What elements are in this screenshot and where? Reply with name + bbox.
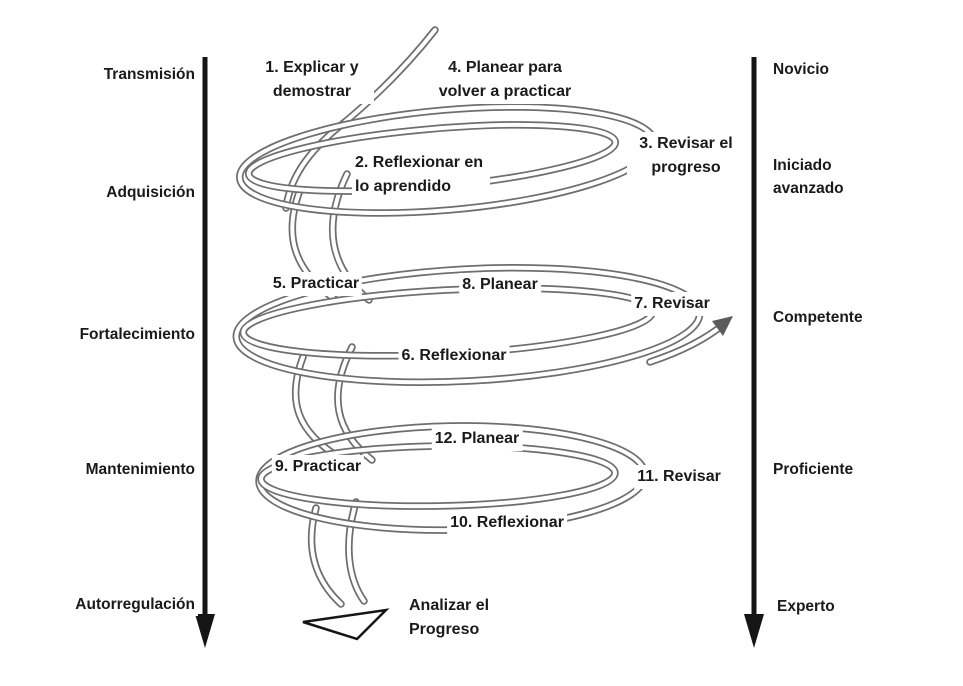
right-axis-arrow xyxy=(744,57,764,648)
left-axis-label-fortalecimiento: Fortalecimiento xyxy=(30,323,198,346)
spiral-step-3-label: 3. Revisar el progreso xyxy=(627,132,745,180)
spiral-step-11-label: 11. Revisar xyxy=(634,465,724,489)
spiral-step-2-label: 2. Reflexionar en lo aprendido xyxy=(352,151,490,199)
spiral-step-7-label: 7. Revisar xyxy=(631,292,713,316)
left-axis-label-adquisicion: Adquisición xyxy=(30,181,198,204)
spiral-step-4-label: 4. Planear para volver a practicar xyxy=(428,56,582,104)
left-axis-arrowhead-icon xyxy=(195,614,215,648)
right-axis-label-proficiente: Proficiente xyxy=(770,458,857,481)
progress-arrowhead-icon xyxy=(302,608,390,641)
left-axis-arrow xyxy=(195,57,215,648)
right-axis-label-competente: Competente xyxy=(770,306,866,329)
left-axis-label-mantenimiento: Mantenimiento xyxy=(30,458,198,481)
spiral-step-10-label: 10. Reflexionar xyxy=(447,511,567,535)
coil-direction-arrow-icon xyxy=(712,316,733,336)
spiral-step-1-label: 1. Explicar y demostrar xyxy=(250,56,374,104)
spiral-step-12-label: 12. Planear xyxy=(431,427,523,451)
right-axis-label-novicio: Novicio xyxy=(770,58,832,81)
spiral-step-6-label: 6. Reflexionar xyxy=(398,344,510,368)
spiral-step-5-label: 5. Practicar xyxy=(269,272,363,296)
right-axis-label-iniciado: Iniciado avanzado xyxy=(770,154,868,200)
right-axis-arrowhead-icon xyxy=(744,614,764,648)
left-axis-label-transmision: Transmisión xyxy=(30,63,198,86)
left-axis-label-autorregulacion: Autorregulación xyxy=(30,593,198,616)
spiral-step-9-label: 9. Practicar xyxy=(271,455,365,479)
outcome-label: Analizar el Progreso xyxy=(406,594,512,642)
right-axis-label-experto: Experto xyxy=(774,595,838,618)
spiral-step-8-label: 8. Planear xyxy=(459,273,541,297)
